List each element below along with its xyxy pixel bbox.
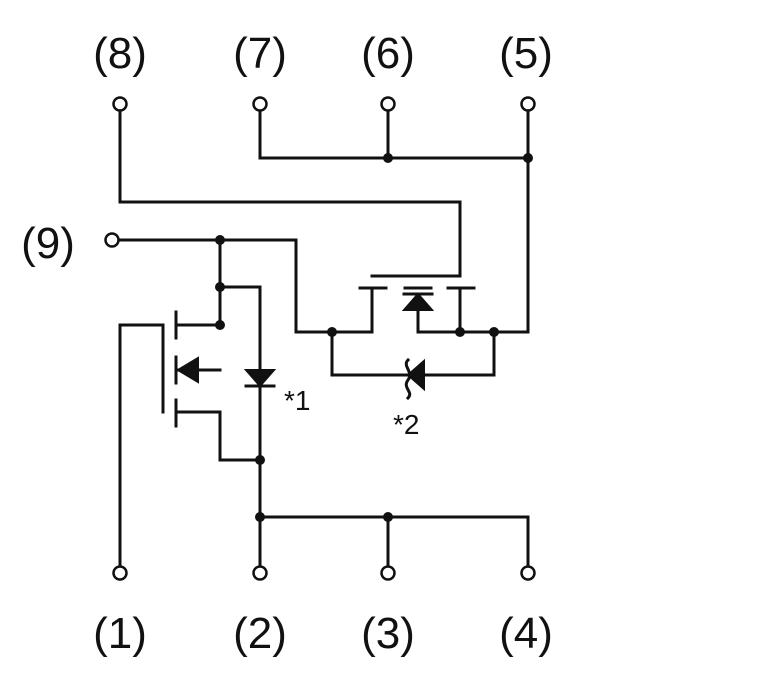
terminal-6: [380, 96, 396, 112]
note-label-2: *2: [393, 409, 419, 440]
diode-1-symbol: [243, 369, 277, 388]
pin-label-3: (3): [361, 609, 415, 658]
pin-label-7: (7): [233, 29, 287, 78]
diode-2-symbol: [404, 357, 425, 401]
terminal-7: [252, 96, 268, 112]
pin-label-4: (4): [499, 609, 553, 658]
pin-label-6: (6): [361, 29, 415, 78]
junction-dots: [215, 153, 533, 522]
upper-mosfet-body-diode-symbol: [401, 292, 435, 311]
terminal-3: [380, 565, 396, 581]
terminal-4: [520, 565, 536, 581]
pin-label-1: (1): [93, 609, 147, 658]
pin-label-9: (9): [21, 219, 75, 268]
terminal-1: [112, 565, 128, 581]
pin-label-8: (8): [93, 29, 147, 78]
note-label-1: *1: [284, 385, 310, 416]
terminal-5: [520, 96, 536, 112]
terminal-9: [104, 232, 120, 248]
wiring: [116, 108, 530, 570]
pin-label-2: (2): [233, 609, 287, 658]
pin-label-5: (5): [499, 29, 553, 78]
terminal-2: [252, 565, 268, 581]
lower-mosfet-body-arrow-symbol: [176, 356, 199, 384]
terminal-8: [112, 96, 128, 112]
